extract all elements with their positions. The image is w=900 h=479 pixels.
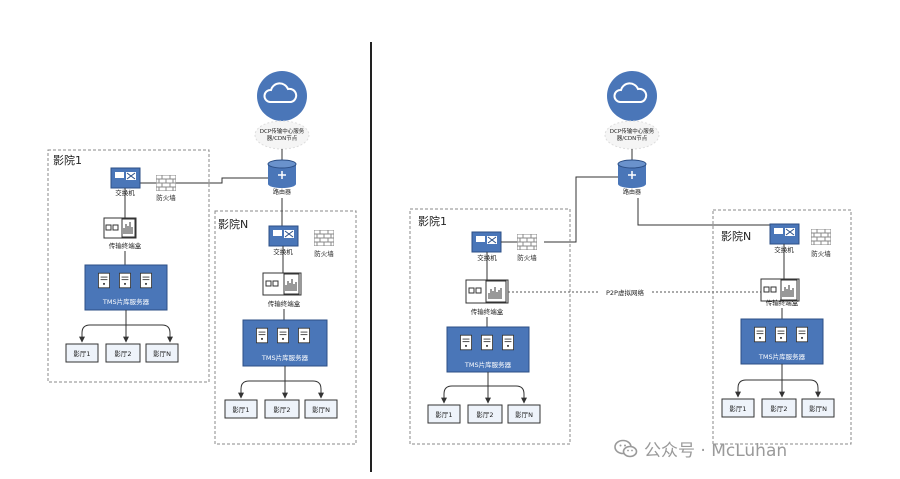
- cinema1-box: [47, 149, 210, 383]
- terminal-icon: [103, 217, 137, 239]
- hall-1: 影厅1: [65, 343, 99, 363]
- hall-n: 影厅N: [145, 343, 179, 363]
- hall-n: 影厅N: [801, 398, 835, 418]
- svg-text:影厅N: 影厅N: [809, 404, 827, 413]
- switch-icon: [769, 223, 800, 245]
- svg-text:影厅2: 影厅2: [273, 405, 290, 414]
- svg-text:影厅2: 影厅2: [476, 410, 493, 419]
- cloud-icon: [257, 71, 307, 121]
- terminal-label: 传输终端盒: [268, 299, 301, 308]
- svg-text:影厅1: 影厅1: [729, 404, 746, 413]
- cloud-label-1: DCP传输中心服务: [260, 127, 305, 135]
- hall-2: 影厅2: [264, 399, 300, 419]
- server-label: TMS片库服务器: [102, 297, 150, 306]
- right-diagram: DCP传输中心服务 器/CDN节点 路由器 影院1 交换机 防火墙: [409, 71, 852, 445]
- svg-text:影厅2: 影厅2: [770, 404, 787, 413]
- cloud-label-2: 器/CDN节点: [267, 134, 298, 142]
- cinema1-title: 影院1: [418, 214, 447, 228]
- terminal-icon: [760, 278, 800, 302]
- server-label: TMS片库服务器: [261, 353, 309, 362]
- cloud-icon: [607, 71, 657, 121]
- watermark: 公众号 · McLuhan: [614, 436, 787, 461]
- wechat-icon: [614, 439, 638, 457]
- server-label: TMS片库服务器: [758, 352, 806, 361]
- cloud-label-2: 器/CDN节点: [617, 134, 648, 142]
- firewall-icon: [314, 230, 334, 246]
- hall-1: 影厅1: [224, 399, 258, 419]
- hall-2: 影厅2: [105, 343, 141, 363]
- hall-1: 影厅1: [427, 404, 461, 424]
- svg-text:影厅1: 影厅1: [435, 410, 452, 419]
- firewall-label: 防火墙: [811, 249, 831, 258]
- hall-2: 影厅2: [467, 404, 503, 424]
- hall-1: 影厅1: [721, 398, 755, 418]
- hall-n: 影厅N: [507, 404, 541, 424]
- cinemaN-box: [214, 210, 357, 445]
- firewall-icon: [811, 229, 831, 245]
- terminal-label: 传输终端盒: [109, 241, 142, 250]
- firewall-icon: [156, 175, 176, 191]
- terminal-label: 传输终端盒: [766, 298, 799, 307]
- router-label: 路由器: [273, 188, 291, 196]
- svg-text:影厅2: 影厅2: [114, 349, 131, 358]
- hall-n: 影厅N: [304, 399, 338, 419]
- firewall-icon: [517, 234, 537, 250]
- router-icon: [267, 159, 297, 188]
- p2p-label: P2P虚拟网络: [606, 288, 644, 297]
- cinemaN-title: 影院N: [218, 217, 248, 231]
- firewall-label: 防火墙: [156, 193, 176, 202]
- terminal-label: 传输终端盒: [471, 307, 504, 316]
- router-label: 路由器: [623, 188, 641, 196]
- terminal-icon: [465, 279, 509, 304]
- svg-text:影厅1: 影厅1: [232, 405, 249, 414]
- cinemaN-title: 影院N: [721, 229, 751, 243]
- cinemaN-box: [712, 209, 852, 445]
- hall-2: 影厅2: [761, 398, 797, 418]
- cinema1-title: 影院1: [53, 153, 82, 167]
- firewall-label: 防火墙: [517, 253, 537, 262]
- switch-icon: [110, 167, 141, 189]
- firewall-label: 防火墙: [314, 249, 334, 258]
- svg-text:影厅N: 影厅N: [312, 405, 330, 414]
- left-diagram: DCP传输中心服务 器/CDN节点 路由器 影院1 交换机 防火墙: [47, 71, 357, 445]
- switch-icon: [268, 225, 299, 247]
- server-label: TMS片库服务器: [464, 360, 512, 369]
- cloud-label-1: DCP传输中心服务: [610, 127, 655, 135]
- svg-text:影厅N: 影厅N: [153, 349, 171, 358]
- terminal-icon: [262, 272, 302, 296]
- router-icon: [617, 159, 647, 188]
- watermark-text: 公众号 · McLuhan: [644, 441, 788, 461]
- cinema1-box: [409, 208, 571, 445]
- switch-icon: [471, 231, 502, 253]
- svg-text:影厅1: 影厅1: [73, 349, 90, 358]
- svg-text:影厅N: 影厅N: [515, 410, 533, 419]
